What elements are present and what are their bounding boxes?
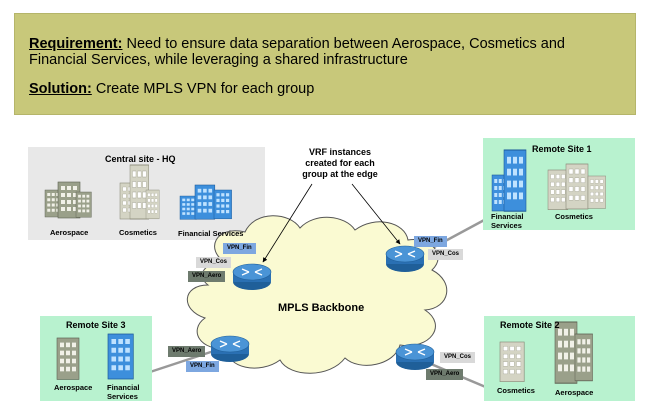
remote3-vpn-aero-tag: VPN_Aero xyxy=(168,346,206,357)
remote1-financial-label: Financial Services xyxy=(491,212,524,230)
remote2-title: Remote Site 2 xyxy=(500,320,560,330)
requirement-line-1: Requirement: Need to ensure data separat… xyxy=(29,36,565,52)
router-icon[interactable] xyxy=(385,245,425,273)
requirement-label: Requirement: xyxy=(29,36,123,52)
requirement-text-1: Need to ensure data separation between A… xyxy=(122,36,565,52)
callout-line-2: created for each xyxy=(305,158,375,168)
central-aerospace-label: Aerospace xyxy=(50,228,89,237)
router-icon[interactable] xyxy=(395,343,435,371)
remote1-vpn-fin-tag: VPN_Fin xyxy=(414,236,447,247)
vrf-callout: VRF instances created for each group at … xyxy=(290,147,390,180)
remote3-financial-label: Financial Services xyxy=(107,383,140,401)
remote3-financial-l1: Financial xyxy=(107,383,140,392)
central-vpn-aero-tag: VPN_Aero xyxy=(188,271,226,282)
remote3-vpn-fin-tag: VPN_Fin xyxy=(186,361,219,372)
callout-line-3: group at the edge xyxy=(302,169,378,179)
remote1-title: Remote Site 1 xyxy=(532,144,592,154)
callout-line-1: VRF instances xyxy=(308,147,372,157)
remote3-aerospace-building xyxy=(56,337,80,380)
remote2-vpn-aero-tag: VPN_Aero xyxy=(426,369,464,380)
remote2-aerospace-label: Aerospace xyxy=(555,388,594,397)
remote1-cosmetics-label: Cosmetics xyxy=(555,212,593,221)
central-cosmetics-label: Cosmetics xyxy=(119,228,157,237)
solution-label: Solution: xyxy=(29,81,92,97)
remote1-financial-l2: Services xyxy=(491,221,522,230)
router-icon[interactable] xyxy=(232,263,272,291)
remote3-title: Remote Site 3 xyxy=(66,320,126,330)
central-vpn-cos-tag: VPN_Cos xyxy=(196,257,232,268)
requirement-box: Requirement: Need to ensure data separat… xyxy=(14,13,636,115)
solution-text: Create MPLS VPN for each group xyxy=(91,81,315,97)
remote3-financial-l2: Services xyxy=(107,392,138,401)
remote3-financial-building xyxy=(107,333,134,380)
remote2-vpn-cos-tag: VPN_Cos xyxy=(440,352,476,363)
requirement-text-2: Financial Services, while leveraging a s… xyxy=(29,52,408,68)
remote1-vpn-cos-tag: VPN_Cos xyxy=(428,249,464,260)
remote1-financial-l1: Financial xyxy=(491,212,524,221)
backbone-label: MPLS Backbone xyxy=(278,302,365,314)
remote2-cosmetics-building xyxy=(499,341,525,382)
callout-arrows xyxy=(262,183,401,263)
solution-line: Solution: Create MPLS VPN for each group xyxy=(29,81,314,97)
central-site-title: Central site - HQ xyxy=(105,154,176,164)
central-financial-label: Financial Services xyxy=(178,229,244,238)
cloud-icon xyxy=(186,215,448,374)
remote2-cosmetics-label: Cosmetics xyxy=(497,386,535,395)
central-vpn-fin-tag: VPN_Fin xyxy=(223,243,256,254)
router-icon[interactable] xyxy=(210,335,250,363)
remote3-aerospace-label: Aerospace xyxy=(54,383,93,392)
